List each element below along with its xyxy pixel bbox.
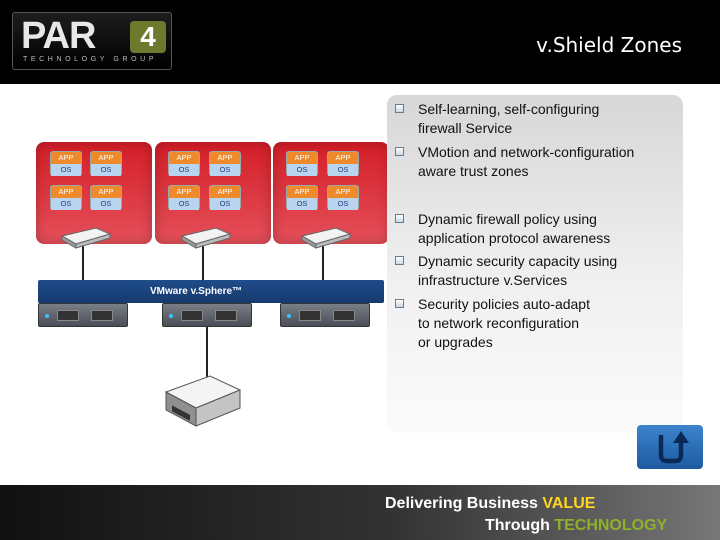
vm-os-label: OS bbox=[328, 198, 358, 210]
vm-os-label: OS bbox=[169, 164, 199, 176]
logo-number: 4 bbox=[130, 21, 166, 53]
server-icon bbox=[162, 303, 252, 327]
vm-app-label: APP bbox=[169, 152, 199, 164]
par4-logo: PAR 4 TECHNOLOGY GROUP bbox=[12, 12, 172, 70]
vm-os-label: OS bbox=[210, 164, 240, 176]
feature-panel bbox=[387, 95, 683, 433]
vm-app-label: APP bbox=[91, 186, 121, 198]
return-arrow-icon bbox=[658, 431, 689, 464]
vm-app-label: APP bbox=[287, 152, 317, 164]
vsphere-platform-bar bbox=[38, 280, 384, 303]
checkbox-bullet-icon bbox=[395, 214, 404, 223]
vm-app-label: APP bbox=[210, 186, 240, 198]
vm-os-label: OS bbox=[169, 198, 199, 210]
checkbox-bullet-icon bbox=[395, 147, 404, 156]
vm-os-label: OS bbox=[328, 164, 358, 176]
vm-app-label: APP bbox=[210, 152, 240, 164]
vm-os-label: OS bbox=[287, 198, 317, 210]
network-link bbox=[206, 327, 208, 377]
network-link bbox=[82, 244, 84, 280]
tagline-line-2: Through TECHNOLOGY bbox=[485, 517, 668, 534]
server-icon bbox=[280, 303, 370, 327]
logo-subtitle: TECHNOLOGY GROUP bbox=[23, 56, 158, 63]
checkbox-bullet-icon bbox=[395, 256, 404, 265]
vm-os-label: OS bbox=[287, 164, 317, 176]
checkbox-bullet-icon bbox=[395, 104, 404, 113]
vm-os-label: OS bbox=[210, 198, 240, 210]
server-icon bbox=[38, 303, 128, 327]
vm-os-label: OS bbox=[91, 198, 121, 210]
slide-title: v.Shield Zones bbox=[536, 33, 682, 57]
vm-os-label: OS bbox=[91, 164, 121, 176]
logo-text: PAR bbox=[21, 15, 96, 57]
slide-footer bbox=[0, 485, 720, 540]
firewall-appliance-icon bbox=[164, 375, 242, 427]
tagline-line-1: Delivering Business VALUE bbox=[385, 495, 596, 512]
network-switch-icon bbox=[180, 227, 232, 249]
vsphere-label: VMware v.Sphere™ bbox=[150, 286, 243, 297]
vm-app-label: APP bbox=[51, 152, 81, 164]
vm-app-label: APP bbox=[328, 186, 358, 198]
vm-os-label: OS bbox=[51, 198, 81, 210]
network-switch-icon bbox=[60, 227, 112, 249]
vm-os-label: OS bbox=[51, 164, 81, 176]
network-link bbox=[202, 244, 204, 280]
return-button[interactable] bbox=[637, 425, 703, 469]
network-switch-icon bbox=[300, 227, 352, 249]
vm-app-label: APP bbox=[51, 186, 81, 198]
slide-header: PAR 4 TECHNOLOGY GROUP v.Shield Zones bbox=[0, 0, 720, 84]
vm-app-label: APP bbox=[328, 152, 358, 164]
vm-app-label: APP bbox=[91, 152, 121, 164]
vm-app-label: APP bbox=[287, 186, 317, 198]
network-link bbox=[322, 244, 324, 280]
checkbox-bullet-icon bbox=[395, 299, 404, 308]
vm-app-label: APP bbox=[169, 186, 199, 198]
